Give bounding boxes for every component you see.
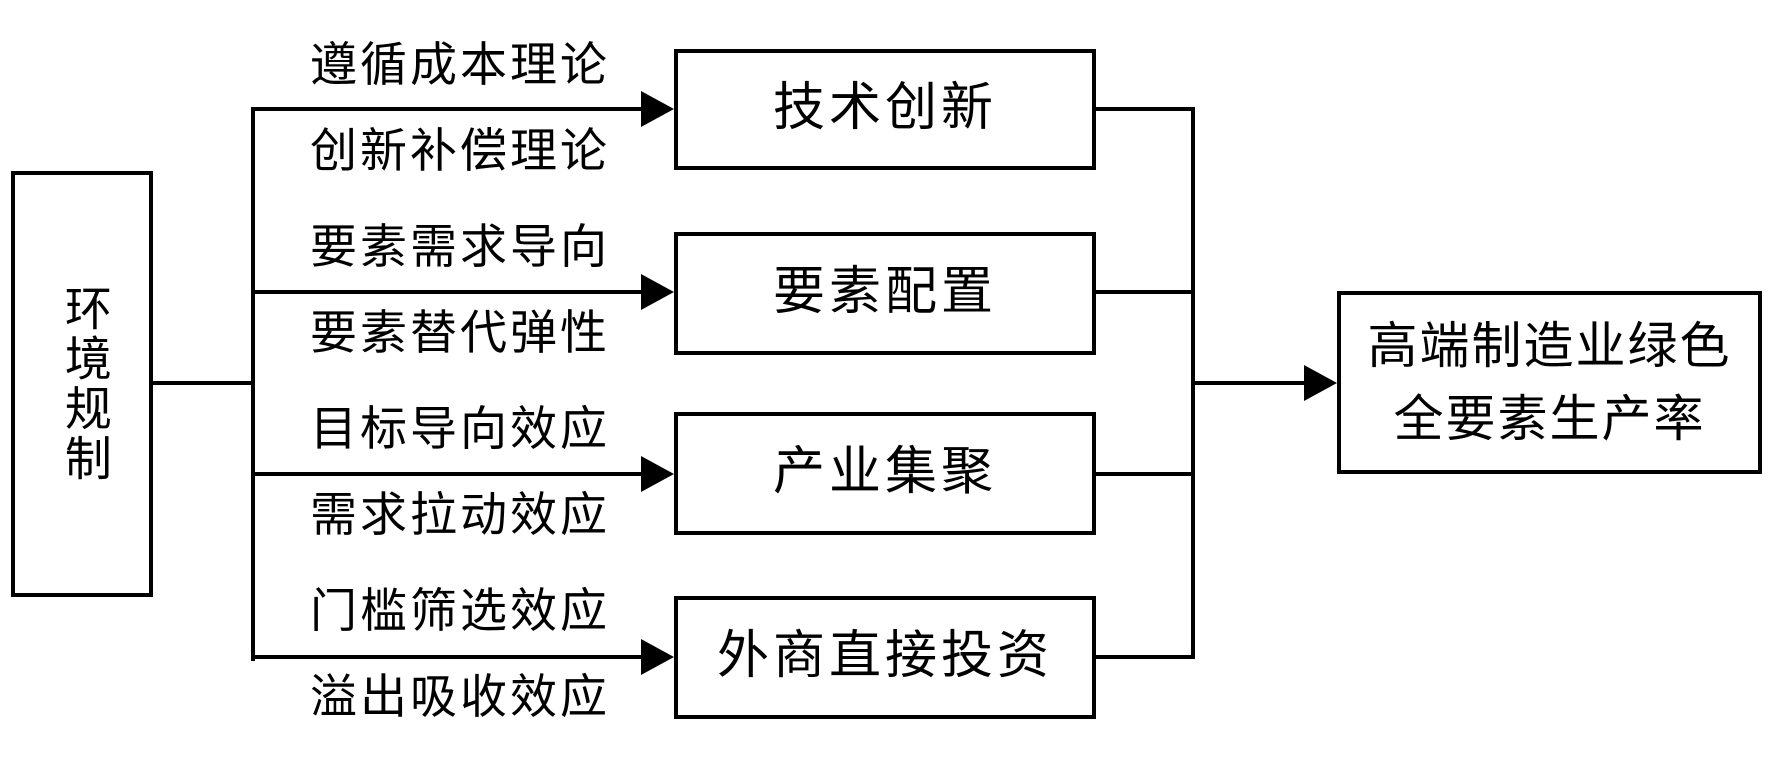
connector-left-spine [251, 107, 255, 661]
node-environmental-regulation-label: 环境规制 [56, 284, 109, 484]
mechanism-label-row4-top: 门槛筛选效应 [310, 586, 610, 638]
connector-arrow-row3 [251, 472, 642, 476]
mechanism-label-row4-bottom: 溢出吸收效应 [310, 672, 610, 724]
connector-stub-row4 [1094, 655, 1193, 659]
node-environmental-regulation: 环境规制 [11, 171, 153, 597]
arrowhead-row4-icon [641, 639, 674, 675]
node-foreign-direct-investment: 外商直接投资 [674, 596, 1096, 719]
node-foreign-direct-investment-label: 外商直接投资 [716, 628, 1053, 686]
node-industrial-agglomeration: 产业集聚 [674, 412, 1096, 535]
mechanism-label-row1-bottom: 创新补偿理论 [310, 126, 610, 178]
node-industrial-agglomeration-label: 产业集聚 [772, 444, 997, 502]
arrowhead-row1-icon [641, 91, 674, 127]
connector-source-stub [151, 381, 255, 385]
node-green-tfp-outcome: 高端制造业绿色 全要素生产率 [1337, 291, 1762, 474]
node-factor-allocation-label: 要素配置 [772, 264, 997, 322]
mechanism-label-row3-bottom: 需求拉动效应 [310, 490, 610, 542]
connector-stub-row2 [1094, 290, 1193, 294]
connector-arrow-outcome [1191, 381, 1306, 385]
mechanism-label-row2-top: 要素需求导向 [310, 222, 610, 274]
mechanism-label-row1-top: 遵循成本理论 [310, 40, 610, 92]
arrowhead-row2-icon [641, 274, 674, 310]
node-technological-innovation: 技术创新 [674, 49, 1096, 170]
node-factor-allocation: 要素配置 [674, 232, 1096, 355]
mechanism-label-row3-top: 目标导向效应 [310, 404, 610, 456]
node-technological-innovation-label: 技术创新 [772, 80, 997, 138]
connector-arrow-row1 [251, 107, 642, 111]
connector-arrow-row2 [251, 290, 642, 294]
arrowhead-outcome-icon [1304, 365, 1337, 401]
connector-arrow-row4 [251, 655, 642, 659]
connector-stub-row1 [1094, 107, 1193, 111]
connector-stub-row3 [1094, 472, 1193, 476]
mechanism-label-row2-bottom: 要素替代弹性 [310, 308, 610, 360]
node-green-tfp-outcome-label: 高端制造业绿色 全要素生产率 [1367, 318, 1732, 447]
arrowhead-row3-icon [641, 456, 674, 492]
